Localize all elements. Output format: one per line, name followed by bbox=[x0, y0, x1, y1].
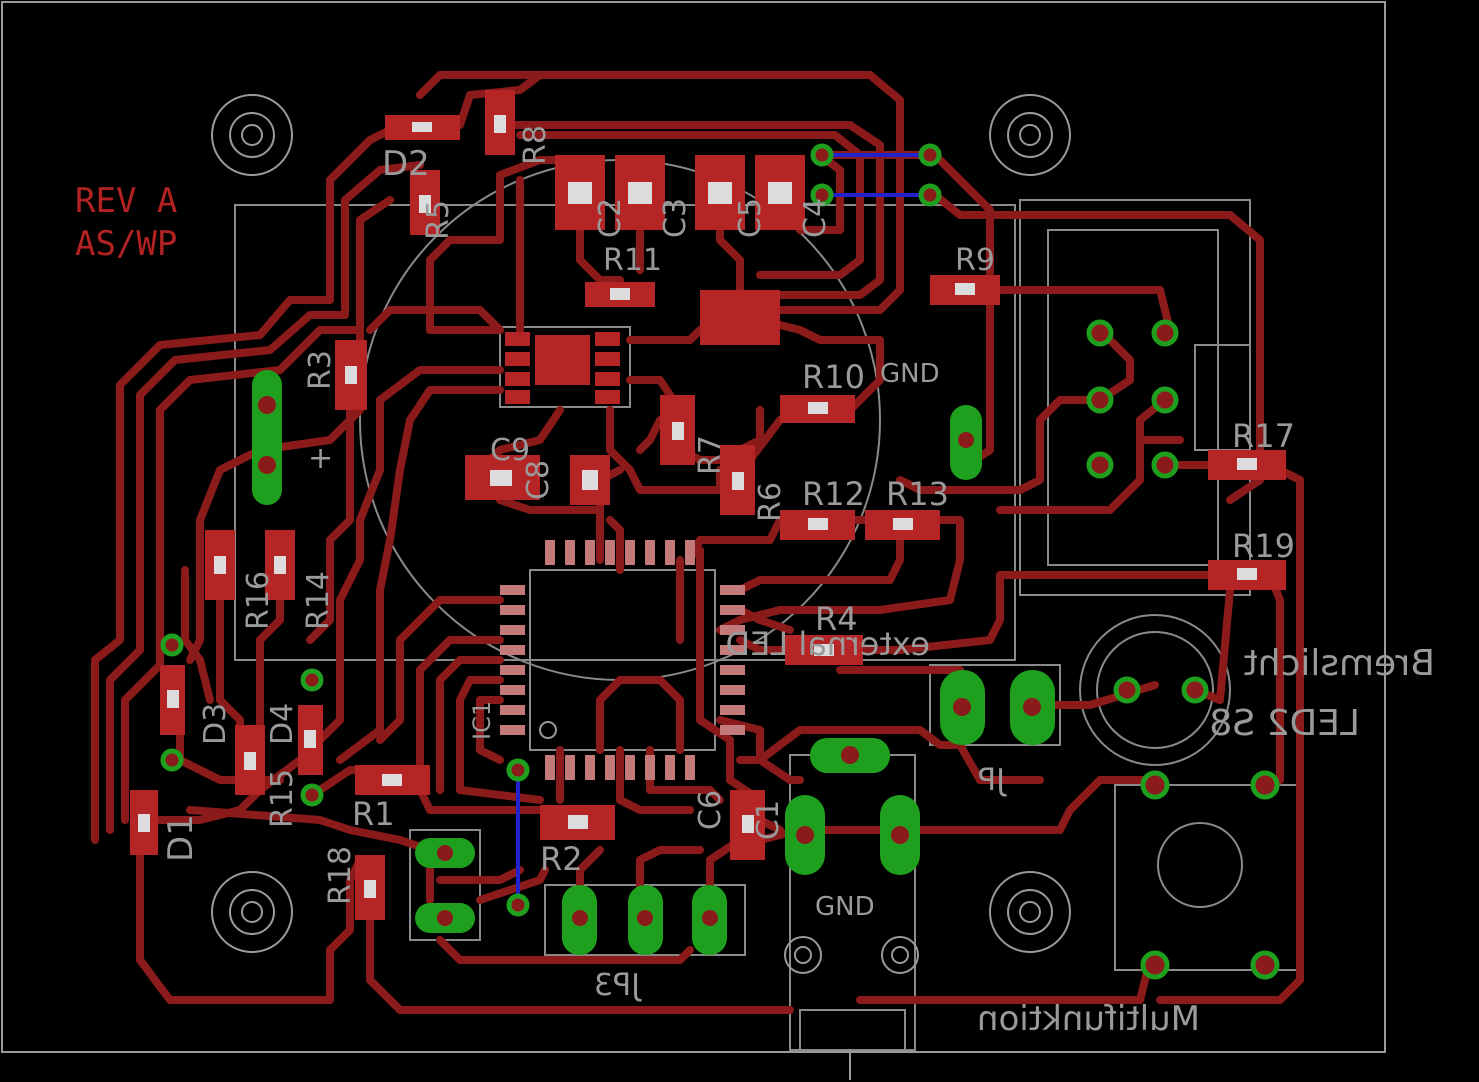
ref-c8: C8 bbox=[521, 460, 556, 500]
label-external-led: external LED bbox=[725, 625, 930, 663]
ref-r4: R4 bbox=[815, 600, 858, 638]
component-labels: D2 R5 R8 C2 C3 C5 C4 R11 R3 R10 R9 R7 R6… bbox=[161, 125, 1295, 905]
ref-c2: C2 bbox=[593, 198, 628, 238]
ref-d4: D4 bbox=[265, 703, 300, 745]
ref-d3: D3 bbox=[198, 703, 233, 745]
ref-r7: R7 bbox=[693, 435, 728, 475]
ref-r10: R10 bbox=[802, 358, 865, 396]
ref-r15: R15 bbox=[265, 769, 300, 828]
mounting-holes bbox=[211, 94, 1071, 953]
ref-r13: R13 bbox=[886, 475, 949, 513]
ref-r1: R1 bbox=[352, 795, 395, 833]
revision-text: REV A bbox=[75, 181, 177, 221]
ref-r5: R5 bbox=[421, 200, 456, 240]
ref-r18: R18 bbox=[323, 846, 358, 905]
ic1-pin1-mark bbox=[539, 721, 557, 739]
ref-r12: R12 bbox=[802, 475, 865, 513]
board-outline bbox=[1, 1, 1386, 1053]
ref-r9: R9 bbox=[955, 243, 995, 278]
ref-r14: R14 bbox=[301, 571, 336, 630]
label-jp-small: JP bbox=[978, 763, 1007, 798]
pad-inner-marks bbox=[138, 115, 1257, 898]
ref-c1: C1 bbox=[751, 800, 786, 840]
jack-holes bbox=[784, 936, 919, 1080]
bottom-traces bbox=[516, 153, 930, 905]
ref-r16: R16 bbox=[241, 571, 276, 630]
authors-text: AS/WP bbox=[75, 224, 177, 264]
ref-c5: C5 bbox=[733, 198, 768, 238]
label-bremslicht: Bremslicht bbox=[1244, 643, 1435, 684]
ic1-pads bbox=[500, 540, 745, 780]
ref-r17: R17 bbox=[1232, 417, 1295, 455]
ref-r3: R3 bbox=[303, 350, 338, 390]
ref-c4: C4 bbox=[798, 198, 833, 238]
oblong-pad-holes bbox=[258, 396, 1041, 926]
ref-r2: R2 bbox=[540, 840, 583, 878]
ref-d1: D1 bbox=[161, 814, 201, 862]
ref-r8: R8 bbox=[518, 125, 553, 165]
small-ic-pads bbox=[505, 290, 780, 404]
ref-ic1: IC1 bbox=[468, 701, 496, 740]
ref-r11: R11 bbox=[603, 243, 662, 278]
label-plus: + bbox=[308, 441, 333, 476]
vias bbox=[160, 143, 1280, 980]
label-led2-s8: LED2 S8 bbox=[1209, 703, 1360, 744]
ref-r19: R19 bbox=[1232, 527, 1295, 565]
ref-c3: C3 bbox=[658, 198, 693, 238]
label-multifunktion: Multifunktion bbox=[977, 999, 1200, 1039]
ref-r6: R6 bbox=[753, 482, 788, 522]
label-gnd-top: GND bbox=[880, 359, 940, 389]
ref-c6: C6 bbox=[693, 790, 728, 830]
ref-d2: D2 bbox=[382, 144, 430, 184]
label-jp3: JP3 bbox=[594, 968, 642, 1003]
ref-c9: C9 bbox=[490, 433, 530, 468]
label-gnd-jack: GND bbox=[815, 892, 875, 922]
